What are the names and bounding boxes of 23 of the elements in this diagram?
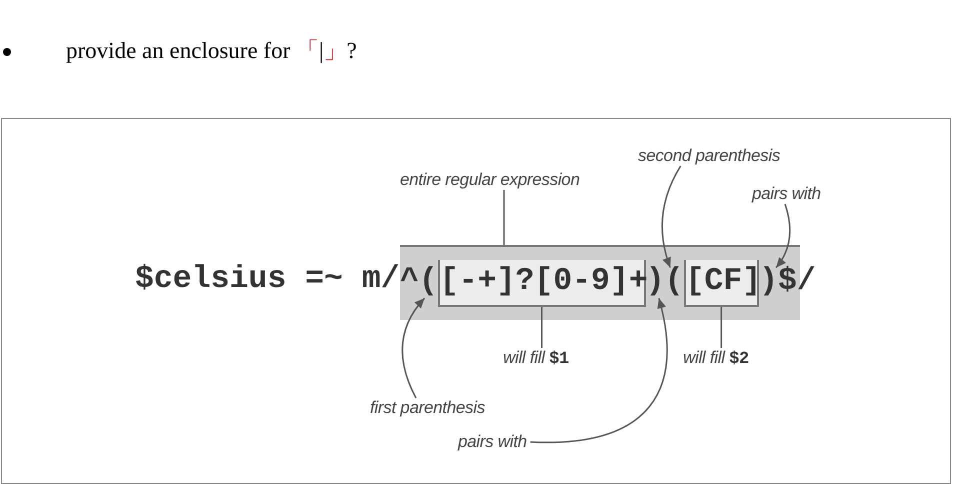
annotation-label: pairs with [458,432,527,452]
annotation-label: pairs with [752,184,821,204]
code-text: $/ [778,264,816,300]
annotation-label: will fill $2 [683,348,749,370]
code-group: [CF] [684,260,760,307]
leader-line [503,190,505,245]
bullet-text: provide an enclosure for 「|」? [66,37,357,65]
code-text: $celsius =~ m/ [135,262,400,298]
code-text: ) [646,264,665,300]
annotation-label: entire regular expression [400,170,580,190]
leader-arrow [530,298,668,443]
leader-arrow [776,204,791,268]
code-text: ^ [400,264,419,300]
annotation-label: will fill $1 [503,348,569,370]
annotation-label: first parenthesis [370,398,485,418]
leader-arrow [402,298,426,398]
leader-arrow [661,166,682,268]
annotation-label: second parenthesis [638,146,780,166]
code-text: ( [664,264,684,300]
code-text: ) [759,264,778,300]
leader-line [541,307,542,348]
leader-line [720,307,722,348]
code-text: ( [418,264,438,300]
